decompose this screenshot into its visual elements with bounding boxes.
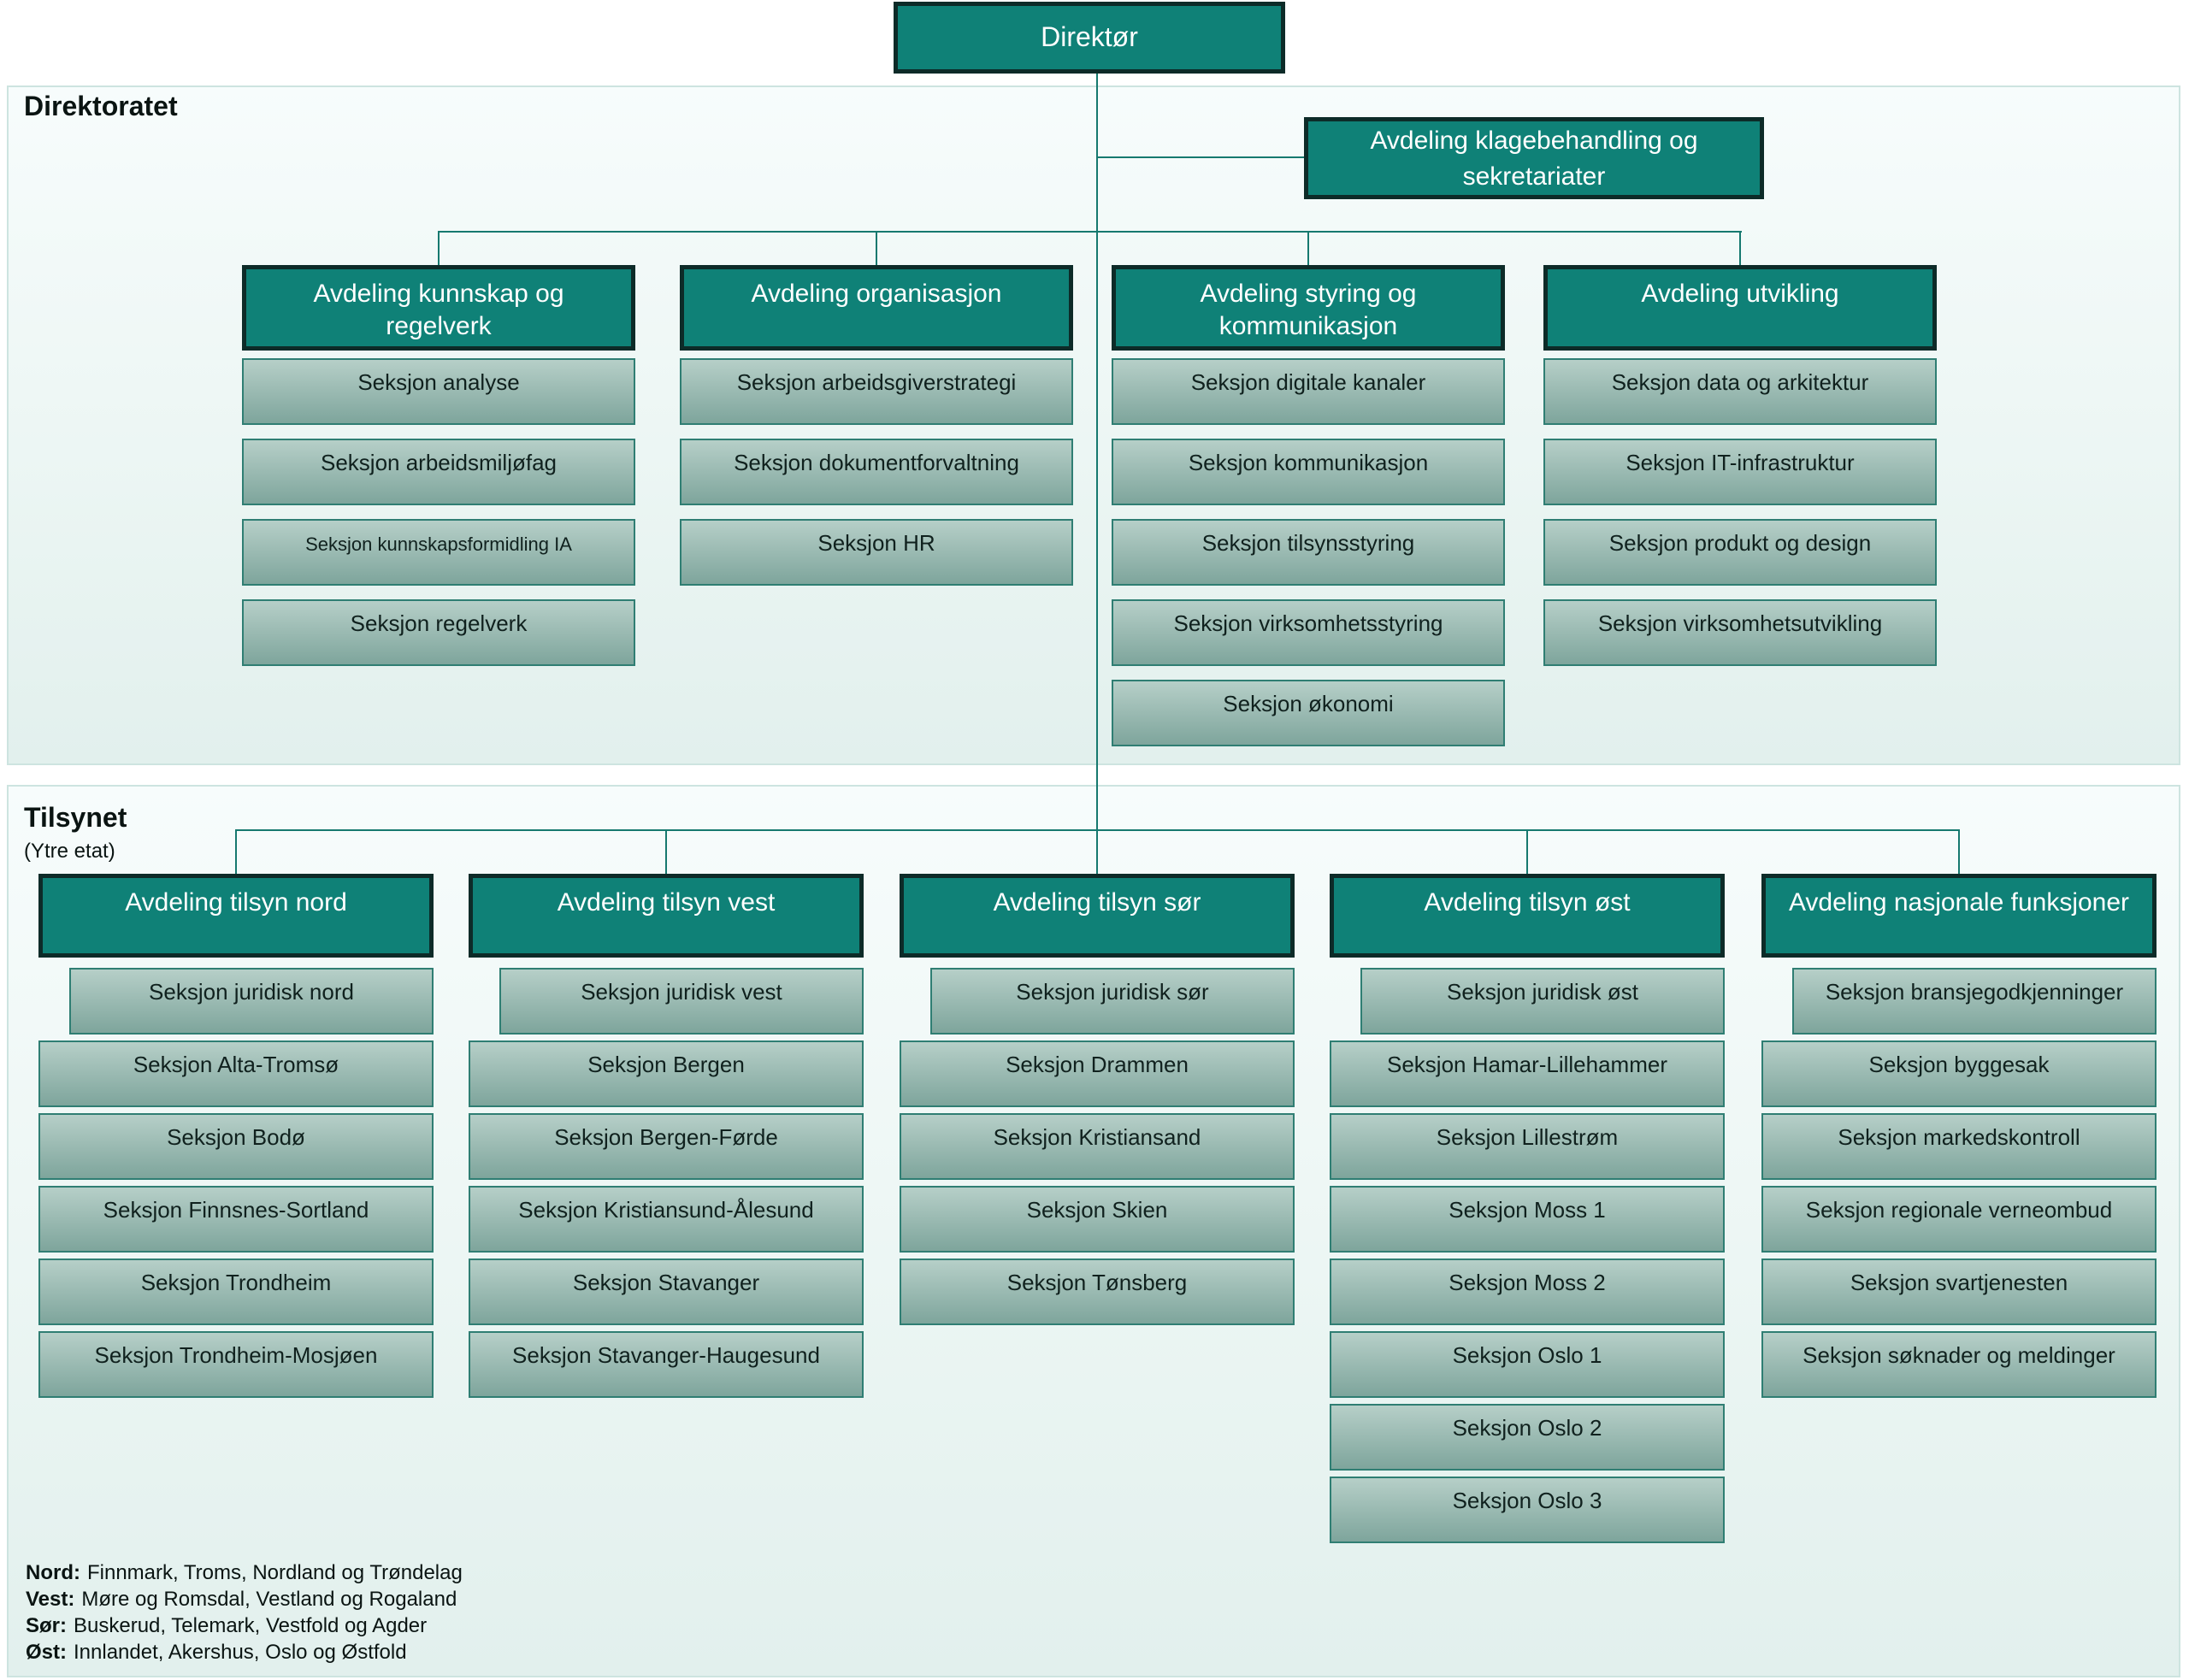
legend: Nord: Finnmark, Troms, Nordland og Trønde… bbox=[26, 1559, 463, 1665]
section-box: Seksjon byggesak bbox=[1761, 1040, 2157, 1107]
connector-drop-styring bbox=[1307, 231, 1309, 265]
connector-direktoratet-horizontal bbox=[439, 231, 1742, 233]
column-styring-og-kommunikasjon: Avdeling styring og kommunikasjon Seksjo… bbox=[1112, 265, 1505, 757]
connector-drop-ost bbox=[1526, 829, 1528, 874]
section-box: Seksjon Lillestrøm bbox=[1330, 1113, 1725, 1180]
section-box: Seksjon IT-infrastruktur bbox=[1543, 439, 1937, 505]
department-box: Avdeling tilsyn sør bbox=[900, 874, 1295, 958]
legend-label: Øst: bbox=[26, 1641, 67, 1664]
column-kunnskap-og-regelverk: Avdeling kunnskap og regelverk Seksjon a… bbox=[242, 265, 635, 757]
column-nasjonale-funksjoner: Avdeling nasjonale funksjoner Seksjon br… bbox=[1761, 874, 2157, 1558]
section-box: Seksjon digitale kanaler bbox=[1112, 358, 1505, 425]
connector-drop-nord bbox=[235, 829, 237, 874]
legend-text: Finnmark, Troms, Nordland og Trøndelag bbox=[86, 1561, 463, 1584]
section-box: Seksjon Trondheim-Mosjøen bbox=[38, 1331, 434, 1398]
legend-text: Innlandet, Akershus, Oslo og Østfold bbox=[74, 1641, 407, 1664]
section-box: Seksjon Oslo 2 bbox=[1330, 1404, 1725, 1471]
column-tilsyn-nord: Avdeling tilsyn nord Seksjon juridisk no… bbox=[38, 874, 434, 1558]
section-box: Seksjon analyse bbox=[242, 358, 635, 425]
legend-text: Møre og Romsdal, Vestland og Rogaland bbox=[81, 1588, 457, 1611]
column-utvikling: Avdeling utvikling Seksjon data og arkit… bbox=[1543, 265, 1937, 757]
legend-row: Vest: Møre og Romsdal, Vestland og Rogala… bbox=[26, 1586, 463, 1612]
column-tilsyn-sor: Avdeling tilsyn sør Seksjon juridisk sør… bbox=[900, 874, 1295, 1558]
section-box: Seksjon bransjegodkjenninger bbox=[1792, 968, 2157, 1035]
section-box: Seksjon juridisk sør bbox=[930, 968, 1295, 1035]
connector-klage-branch bbox=[1096, 156, 1306, 158]
legend-row: Nord: Finnmark, Troms, Nordland og Trønde… bbox=[26, 1559, 463, 1586]
section-box: Seksjon Moss 2 bbox=[1330, 1259, 1725, 1325]
band-label-direktoratet: Direktoratet bbox=[24, 91, 178, 121]
section-box: Seksjon dokumentforvaltning bbox=[680, 439, 1073, 505]
section-box: Seksjon Alta-Tromsø bbox=[38, 1040, 434, 1107]
section-box: Seksjon regionale verneombud bbox=[1761, 1186, 2157, 1253]
legend-row: Øst: Innlandet, Akershus, Oslo og Østfold bbox=[26, 1639, 463, 1665]
column-tilsyn-vest: Avdeling tilsyn vest Seksjon juridisk ve… bbox=[469, 874, 864, 1558]
column-organisasjon: Avdeling organisasjon Seksjon arbeidsgiv… bbox=[680, 265, 1073, 757]
section-box: Seksjon Bergen bbox=[469, 1040, 864, 1107]
section-box: Seksjon virksomhetsstyring bbox=[1112, 599, 1505, 666]
department-box: Avdeling styring og kommunikasjon bbox=[1112, 265, 1505, 351]
department-box: Avdeling tilsyn vest bbox=[469, 874, 864, 958]
department-box: Avdeling tilsyn øst bbox=[1330, 874, 1725, 958]
department-box: Avdeling nasjonale funksjoner bbox=[1761, 874, 2157, 958]
section-box: Seksjon virksomhetsutvikling bbox=[1543, 599, 1937, 666]
section-box: Seksjon Kristiansund-Ålesund bbox=[469, 1186, 864, 1253]
legend-text: Buskerud, Telemark, Vestfold og Agder bbox=[74, 1614, 428, 1637]
section-box: Seksjon produkt og design bbox=[1543, 519, 1937, 586]
section-box: Seksjon arbeidsmiljøfag bbox=[242, 439, 635, 505]
section-box: Seksjon HR bbox=[680, 519, 1073, 586]
section-box: Seksjon kommunikasjon bbox=[1112, 439, 1505, 505]
section-box: Seksjon regelverk bbox=[242, 599, 635, 666]
section-box: Seksjon tilsynsstyring bbox=[1112, 519, 1505, 586]
connector-drop-kunnskap bbox=[438, 231, 440, 265]
column-tilsyn-ost: Avdeling tilsyn øst Seksjon juridisk øst… bbox=[1330, 874, 1725, 1558]
section-box: Seksjon Moss 1 bbox=[1330, 1186, 1725, 1253]
connector-main-vertical bbox=[1096, 73, 1098, 831]
department-box-klagebehandling: Avdeling klagebehandling og sekretariate… bbox=[1304, 117, 1764, 199]
section-box: Seksjon Oslo 1 bbox=[1330, 1331, 1725, 1398]
connector-drop-organisasjon bbox=[876, 231, 877, 265]
section-box: Seksjon Skien bbox=[900, 1186, 1295, 1253]
section-box: Seksjon svartjenesten bbox=[1761, 1259, 2157, 1325]
connector-drop-sor bbox=[1096, 829, 1098, 874]
section-box: Seksjon Tønsberg bbox=[900, 1259, 1295, 1325]
section-box: Seksjon juridisk nord bbox=[69, 968, 434, 1035]
connector-drop-vest bbox=[665, 829, 667, 874]
section-box: Seksjon Drammen bbox=[900, 1040, 1295, 1107]
section-box: Seksjon søknader og meldinger bbox=[1761, 1331, 2157, 1398]
section-box: Seksjon Finnsnes-Sortland bbox=[38, 1186, 434, 1253]
department-box: Avdeling organisasjon bbox=[680, 265, 1073, 351]
band-label-tilsynet: Tilsynet bbox=[24, 802, 127, 833]
section-box: Seksjon Kristiansand bbox=[900, 1113, 1295, 1180]
section-box: Seksjon Stavanger-Haugesund bbox=[469, 1331, 864, 1398]
section-box: Seksjon juridisk vest bbox=[499, 968, 864, 1035]
section-box: Seksjon Hamar-Lillehammer bbox=[1330, 1040, 1725, 1107]
legend-label: Vest: bbox=[26, 1588, 75, 1611]
legend-label: Nord: bbox=[26, 1561, 80, 1584]
section-box: Seksjon data og arkitektur bbox=[1543, 358, 1937, 425]
department-box: Avdeling utvikling bbox=[1543, 265, 1937, 351]
section-box: Seksjon juridisk øst bbox=[1360, 968, 1725, 1035]
section-box: Seksjon Oslo 3 bbox=[1330, 1477, 1725, 1543]
connector-drop-utvikling bbox=[1739, 231, 1741, 265]
band-sublabel-tilsynet: (Ytre etat) bbox=[24, 840, 115, 863]
section-box: Seksjon økonomi bbox=[1112, 680, 1505, 746]
connector-drop-nasjonale bbox=[1958, 829, 1960, 874]
section-box: Seksjon markedskontroll bbox=[1761, 1113, 2157, 1180]
director-box: Direktør bbox=[894, 2, 1285, 74]
legend-row: Sør: Buskerud, Telemark, Vestfold og Agde… bbox=[26, 1612, 463, 1639]
section-box: Seksjon Trondheim bbox=[38, 1259, 434, 1325]
department-box: Avdeling tilsyn nord bbox=[38, 874, 434, 958]
section-box: Seksjon kunnskapsformidling IA bbox=[242, 519, 635, 586]
section-box: Seksjon Bergen-Førde bbox=[469, 1113, 864, 1180]
section-box: Seksjon Bodø bbox=[38, 1113, 434, 1180]
section-box: Seksjon arbeidsgiverstrategi bbox=[680, 358, 1073, 425]
department-box: Avdeling kunnskap og regelverk bbox=[242, 265, 635, 351]
legend-label: Sør: bbox=[26, 1614, 67, 1637]
section-box: Seksjon Stavanger bbox=[469, 1259, 864, 1325]
